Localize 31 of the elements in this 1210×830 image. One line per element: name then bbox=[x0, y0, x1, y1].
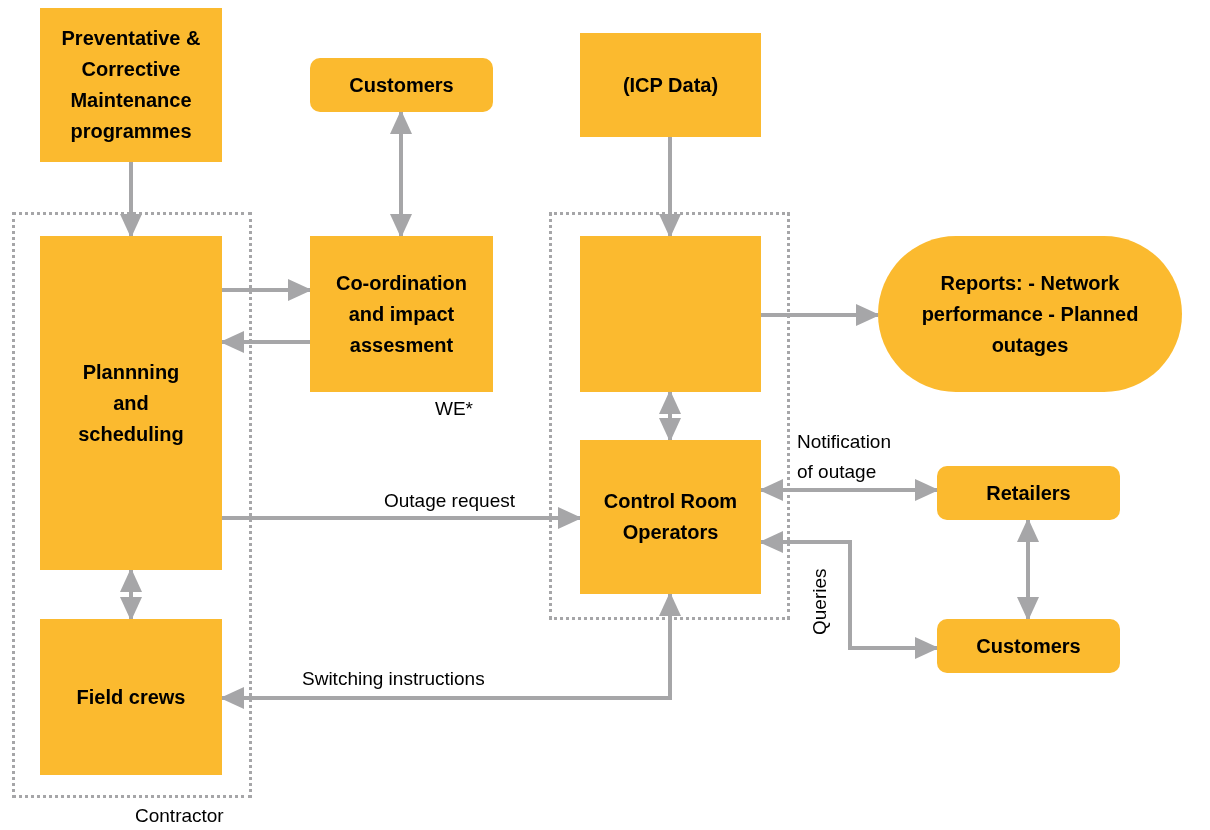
arrow bbox=[120, 568, 142, 621]
process-box bbox=[40, 236, 222, 570]
arrow bbox=[222, 507, 582, 529]
process-box bbox=[580, 236, 761, 392]
box-label: Reports: - Network performance - Planned outages bbox=[920, 270, 1140, 358]
arrow bbox=[761, 304, 880, 326]
group-boundary bbox=[549, 212, 790, 620]
arrow bbox=[390, 110, 412, 238]
box-label: Retailers bbox=[985, 480, 1072, 506]
arrow bbox=[222, 279, 312, 301]
arrow bbox=[1017, 518, 1039, 621]
box-label: Plannning and scheduling bbox=[77, 359, 185, 447]
box-label: (ICP Data) bbox=[621, 72, 720, 98]
process-box bbox=[937, 466, 1120, 520]
box-label: Customers bbox=[348, 72, 455, 98]
box-label: Field crews bbox=[75, 684, 187, 710]
process-box bbox=[937, 619, 1120, 673]
process-box bbox=[580, 33, 761, 137]
box-label: Control Room Operators bbox=[602, 489, 739, 545]
arrow bbox=[659, 390, 681, 442]
arrow bbox=[120, 162, 142, 238]
box-label: Co-ordination and impact assesment bbox=[334, 270, 469, 358]
process-box bbox=[40, 8, 222, 162]
arrow bbox=[659, 137, 681, 238]
box-label: Customers bbox=[975, 633, 1082, 659]
process-box bbox=[40, 619, 222, 775]
box-label: Preventative & Corrective Maintenance programmes bbox=[60, 26, 202, 144]
side-note: WE* bbox=[435, 398, 473, 420]
process-box bbox=[580, 440, 761, 594]
group-label: Contractor bbox=[135, 805, 224, 827]
process-box bbox=[310, 58, 493, 112]
